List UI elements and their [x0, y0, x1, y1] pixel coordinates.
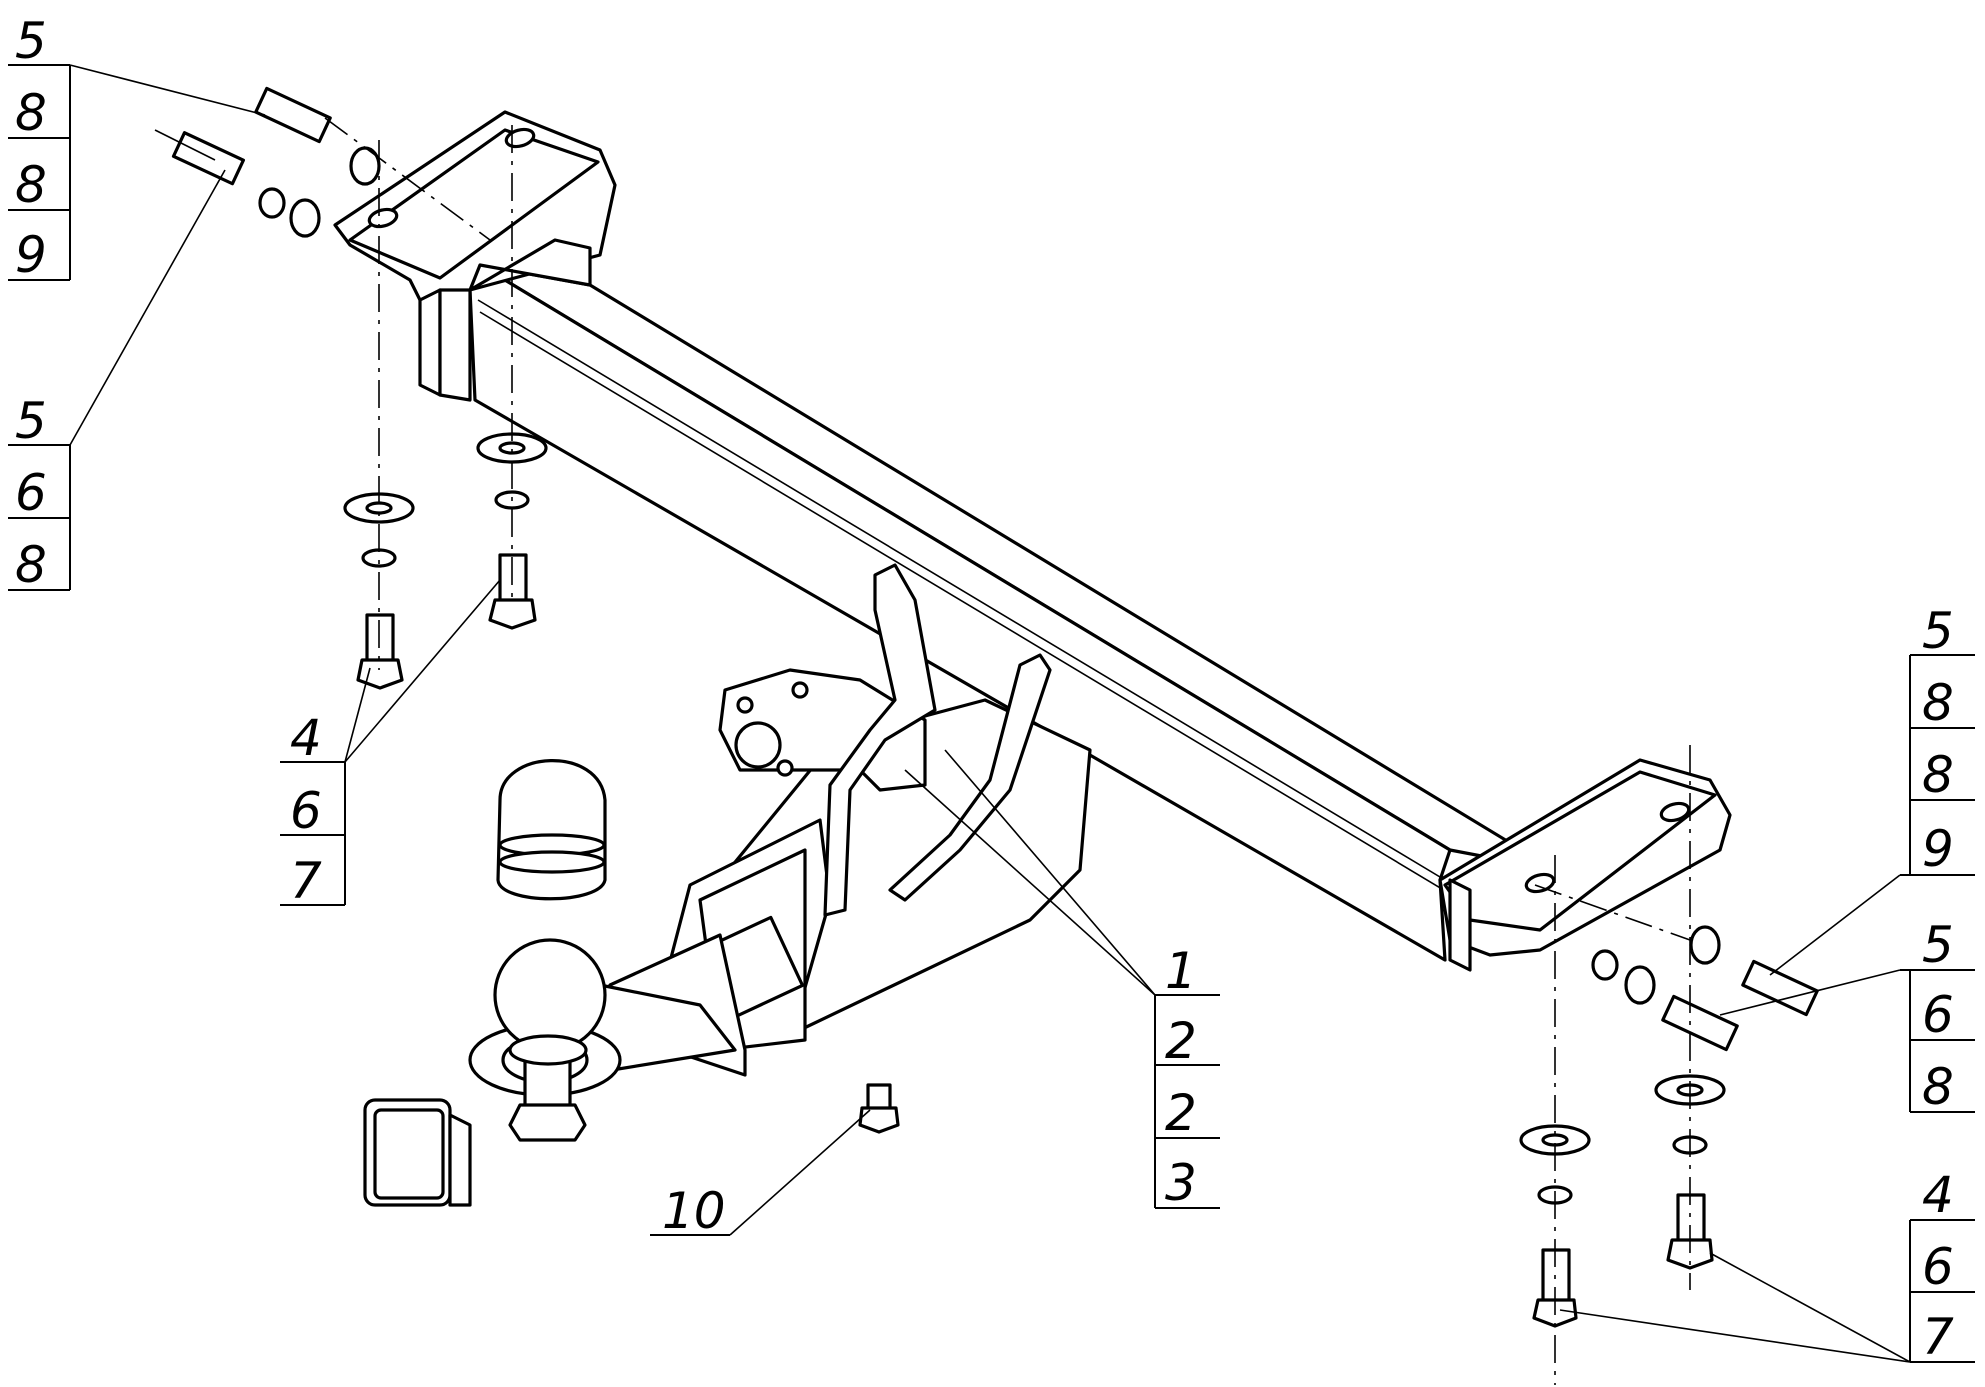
callout-rm-2: 8	[1922, 1058, 1954, 1116]
callout-rm-1: 6	[1922, 986, 1954, 1044]
callout-c-3: 3	[1165, 1154, 1197, 1212]
callout-top-left-1: 5 8 8 9	[8, 12, 71, 284]
callout-c-1: 2	[1165, 1012, 1197, 1070]
callout-lb-2: 7	[290, 852, 322, 910]
callout-10: 10	[662, 1182, 726, 1240]
ball-cover	[496, 759, 607, 901]
callout-rt-3: 9	[1922, 820, 1954, 878]
callout-tl2-0: 5	[15, 392, 47, 450]
right-mounting-bracket	[1438, 758, 1732, 972]
callout-c-2: 2	[1165, 1084, 1197, 1142]
callout-tl2-2: 8	[15, 536, 47, 594]
callout-rt-2: 8	[1922, 746, 1954, 804]
callout-top-left-2: 5 6 8	[8, 392, 71, 594]
receiver-plug	[363, 1098, 472, 1207]
callout-tl1-0: 5	[15, 12, 47, 70]
fastener-bolt-10	[858, 1083, 900, 1134]
callout-rt-0: 5	[1922, 602, 1954, 660]
callout-right-top: 5 8 8 9	[1900, 602, 1975, 878]
fasteners-right	[1519, 925, 1819, 1328]
chain-loops	[823, 563, 1052, 917]
left-mounting-bracket	[333, 110, 617, 402]
callout-rb-1: 6	[1922, 1238, 1954, 1296]
callout-c-0: 1	[1165, 942, 1197, 1000]
callout-tl1-1: 8	[15, 84, 47, 142]
callout-right-bottom: 4 6 7	[1909, 1166, 1975, 1366]
callout-rb-0: 4	[1922, 1166, 1954, 1224]
callout-rt-1: 8	[1922, 674, 1954, 732]
leader-lines	[69, 64, 1911, 1363]
callout-tl1-2: 8	[15, 156, 47, 214]
callout-bottom-10: 10	[650, 1182, 730, 1240]
fasteners-left-vertical	[343, 432, 548, 690]
callout-right-mid: 5 6 8	[1900, 916, 1975, 1116]
callout-tl1-3: 9	[15, 226, 47, 284]
socket-mounting-plate	[718, 668, 927, 792]
callout-left-bolts: 4 6 7	[280, 709, 346, 910]
callout-lb-0: 4	[290, 709, 322, 767]
callout-center: 1 2 2 3	[1154, 942, 1220, 1212]
fasteners-top-left	[171, 86, 381, 238]
callout-rm-0: 5	[1922, 916, 1954, 974]
callout-rb-2: 7	[1922, 1308, 1954, 1366]
callout-lb-1: 6	[290, 782, 322, 840]
center-axis-lines	[324, 117, 1691, 1385]
callout-tl2-1: 6	[15, 464, 47, 522]
